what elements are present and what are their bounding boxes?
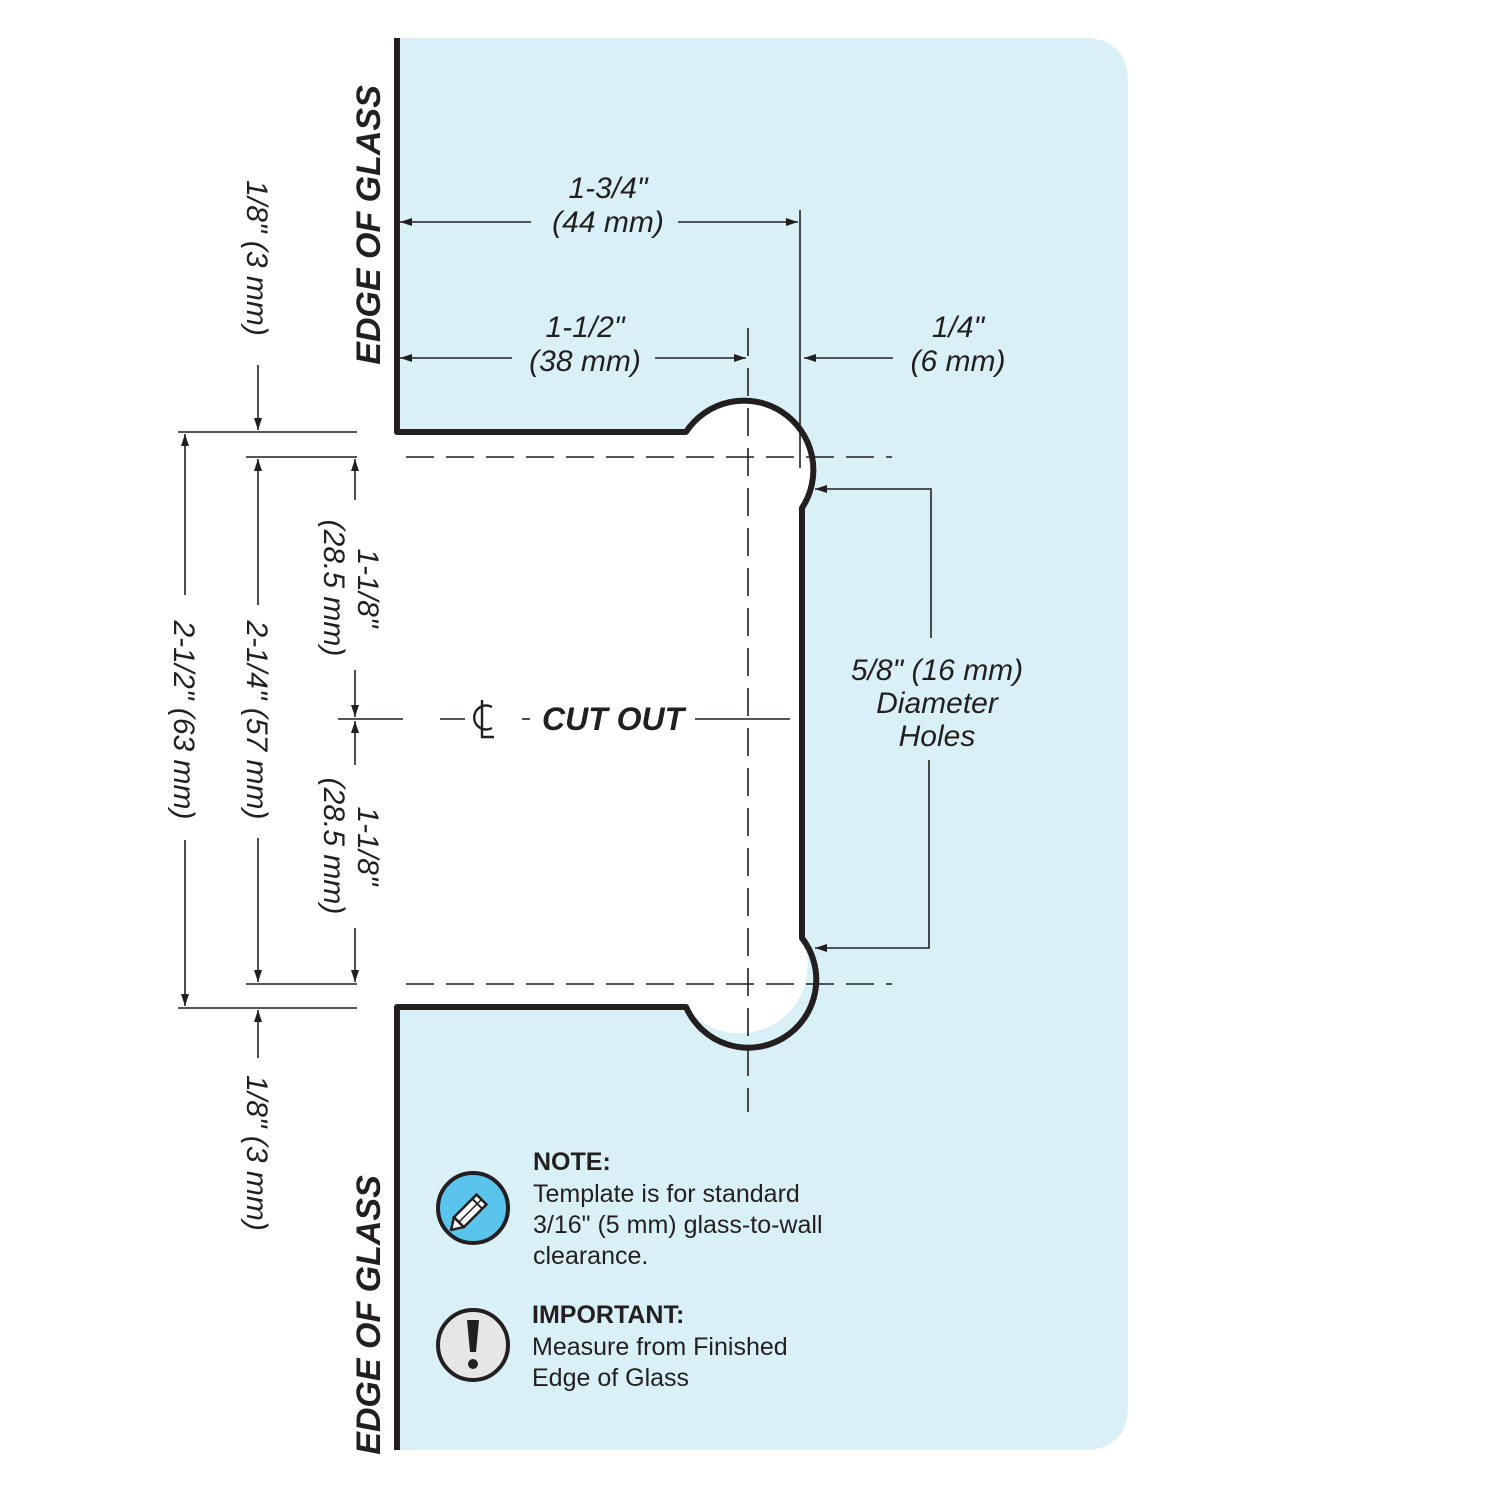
dim-1-1-8-bottom-mm: (28.5 mm) [317,778,350,915]
dim-1-1-8-top-label: 1-1/8" [351,548,384,628]
dim-1-4-label: 1/4" [932,311,986,344]
dim-1-3-4-mm: (44 mm) [552,206,664,239]
note-line-1: Template is for standard [533,1180,800,1208]
dimension-2-1-4: 2-1/4" (57 mm) [240,459,273,982]
dim-1-1-2-mm: (38 mm) [529,345,641,378]
important-line-2: Edge of Glass [532,1364,689,1392]
dim-1-8-bottom-label: 1/8" (3 mm) [240,1075,273,1231]
dim-1-1-8-top-mm: (28.5 mm) [317,520,350,657]
note-heading: NOTE: [533,1148,611,1176]
dimension-1-8-bottom: 1/8" (3 mm) [240,1010,273,1231]
dimension-1-1-2: 1-1/2" (38 mm) [400,311,746,378]
holes-diameter-label: 5/8" (16 mm) [851,654,1023,687]
cutout-reference-lines [406,210,892,1112]
dimension-1-3-4: 1-3/4" (44 mm) [400,172,798,239]
important-line-1: Measure from Finished [532,1333,788,1361]
note-line-3: clearance. [533,1242,648,1270]
pencil-icon [436,1171,510,1245]
glass-panel [397,38,1128,1450]
dim-2-1-2-label: 2-1/2" (63 mm) [167,619,200,819]
holes-diameter-word: Diameter [876,687,999,720]
dim-1-3-4-label: 1-3/4" [568,172,648,205]
important-heading: IMPORTANT: [532,1301,684,1329]
centerline-symbol [472,700,494,739]
exclamation-icon [436,1308,510,1382]
holes-word: Holes [899,720,976,753]
dim-1-1-8-bottom-label: 1-1/8" [351,806,384,886]
note-line-2: 3/16" (5 mm) glass-to-wall [533,1211,823,1239]
edge-of-glass-bottom-label: EDGE OF GLASS [350,1175,388,1455]
dimension-1-4: 1/4" (6 mm) [804,311,1005,378]
dim-1-8-top-label: 1/8" (3 mm) [240,180,273,336]
dimension-1-1-8-bottom: 1-1/8" (28.5 mm) [317,721,384,982]
dim-1-1-2-label: 1-1/2" [545,311,625,344]
edge-of-glass-top-label: EDGE OF GLASS [350,85,388,365]
dimension-1-1-8-top: 1-1/8" (28.5 mm) [317,459,384,717]
dimension-2-1-2: 2-1/2" (63 mm) [167,434,200,1006]
dim-2-1-4-label: 2-1/4" (57 mm) [240,619,273,819]
left-extension-lines [178,431,403,1009]
holes-leader: 5/8" (16 mm) Diameter Holes [815,485,1023,952]
dimension-1-8-top: 1/8" (3 mm) [240,180,273,430]
dim-1-4-mm: (6 mm) [911,345,1006,378]
cut-out-label: CUT OUT [542,701,687,737]
glass-edge-top-outline [394,38,820,1450]
